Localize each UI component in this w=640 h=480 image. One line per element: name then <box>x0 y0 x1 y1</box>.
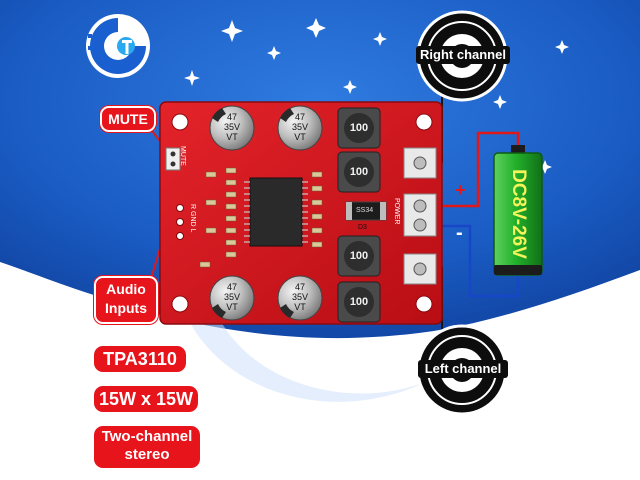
star-icon <box>221 20 243 42</box>
silk-ss34: SS34 <box>356 207 374 214</box>
right-channel-label: Right channel <box>416 46 510 64</box>
input-pad-l <box>176 232 184 240</box>
star-icon <box>493 95 507 109</box>
star-icon <box>306 18 326 38</box>
right-speaker-terminal <box>403 147 437 179</box>
silk-mute: MUTE <box>179 146 186 166</box>
star-icon <box>184 70 200 86</box>
inductor-marking: 100 <box>349 166 369 178</box>
mount-hole <box>171 295 189 313</box>
silk-power: POWER <box>393 198 400 225</box>
audio-inputs-line2: Inputs <box>105 300 147 316</box>
chip-model-label: TPA3110 <box>94 346 186 372</box>
audio-inputs-label: Audio Inputs <box>94 276 158 324</box>
smd-parts <box>199 167 323 268</box>
amplifier-board <box>159 101 443 325</box>
inductor-marking: 100 <box>349 250 369 262</box>
capacitors <box>209 105 323 321</box>
mount-hole <box>171 113 189 131</box>
chip-pins <box>244 181 308 243</box>
amplifier-chip <box>249 177 303 247</box>
star-icon <box>343 80 357 94</box>
brand-logo-icon <box>86 14 150 78</box>
two-channel-line2: stereo <box>124 446 170 463</box>
power-rating-label: 15W x 15W <box>94 386 198 412</box>
plus-sign: + <box>455 180 466 200</box>
light-arc <box>180 300 430 402</box>
input-pad-r <box>176 204 184 212</box>
star-icon <box>373 32 387 46</box>
battery-icon <box>493 145 543 276</box>
minus-sign: - <box>456 222 463 244</box>
mount-hole <box>415 295 433 313</box>
red-wire <box>420 131 520 208</box>
star-icon <box>538 160 552 174</box>
silk-rgnd: R GND L <box>189 204 196 233</box>
mute-label: MUTE <box>100 106 156 132</box>
two-channel-line1: Two-channel <box>101 428 193 445</box>
two-channel-label: Two-channel stereo <box>94 426 200 468</box>
input-pad-gnd <box>176 218 184 226</box>
blue-wire <box>420 224 520 298</box>
star-icon <box>555 40 569 54</box>
battery-voltage-label: DC8V-26V <box>508 169 529 259</box>
star-icon <box>267 46 281 60</box>
mount-hole <box>415 113 433 131</box>
stars <box>184 18 569 174</box>
inductor-marking: 100 <box>349 296 369 308</box>
left-channel-label: Left channel <box>418 360 508 378</box>
silk-d3: D3 <box>358 224 367 231</box>
mute-header <box>165 147 181 171</box>
inductors <box>337 107 381 323</box>
audio-inputs-line1: Audio <box>106 281 146 297</box>
terminal-blocks <box>403 147 437 285</box>
inductor-marking: 100 <box>349 122 369 134</box>
